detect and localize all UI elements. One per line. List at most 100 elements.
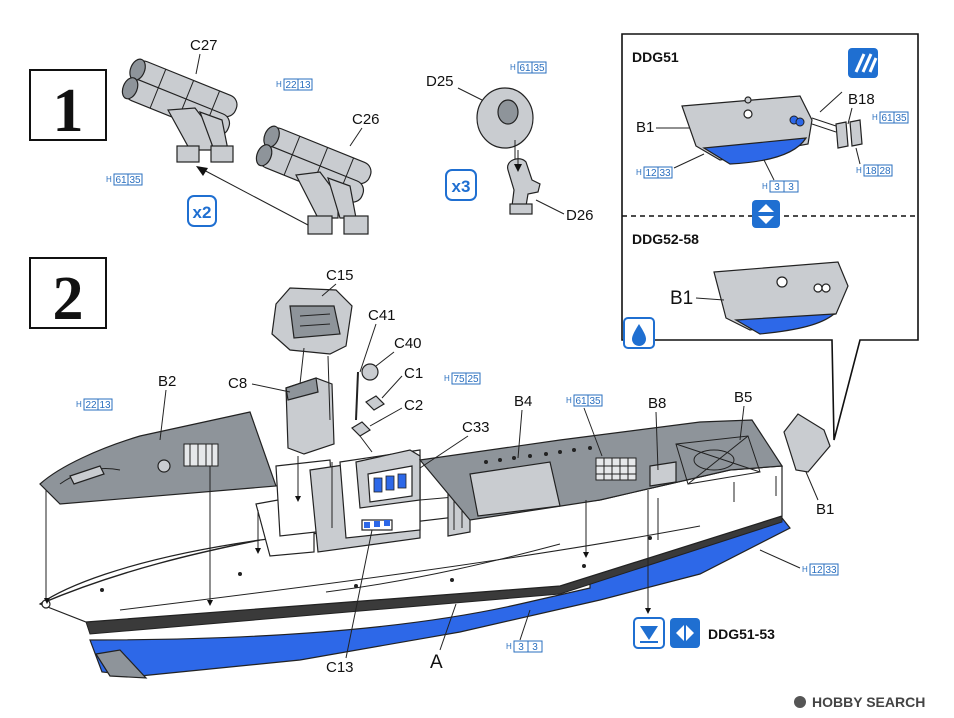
svg-text:28: 28 xyxy=(879,166,891,177)
label-b1: B1 xyxy=(816,501,834,518)
part-c40 xyxy=(361,363,379,381)
label-a: A xyxy=(430,652,443,673)
label-d25: D25 xyxy=(426,73,454,90)
svg-text:H: H xyxy=(636,168,642,177)
step-1-number: 1 xyxy=(53,77,84,145)
svg-text:3: 3 xyxy=(518,642,524,653)
multiplier-x2-text: x2 xyxy=(193,203,212,222)
color-code-d25: H 61 35 xyxy=(510,61,547,74)
launcher-c27 xyxy=(121,58,238,163)
multiplier-x3-badge: x3 xyxy=(445,169,477,201)
inset-b1-ddg51 xyxy=(681,95,813,165)
color-code-inset-bottom: H 3 3 xyxy=(762,180,799,193)
svg-text:13: 13 xyxy=(99,400,111,411)
svg-text:H: H xyxy=(444,374,450,383)
color-code-c26: H 22 13 xyxy=(276,78,313,91)
svg-text:75: 75 xyxy=(453,374,465,385)
color-code-inset-b1: H 12 33 xyxy=(636,166,673,179)
color-code-inset-b18b: H 18 28 xyxy=(856,164,893,177)
color-code-b2: H 22 13 xyxy=(76,398,113,411)
assembly-guide-lines xyxy=(44,347,777,614)
paint-scheme-icon xyxy=(848,48,878,78)
svg-text:3: 3 xyxy=(774,182,780,193)
svg-text:H: H xyxy=(566,396,572,405)
color-code-hull: H 12 33 xyxy=(802,563,839,576)
label-c2: C2 xyxy=(404,397,423,414)
svg-text:35: 35 xyxy=(895,113,907,124)
color-code-c33: H 75 25 xyxy=(444,372,481,385)
part-c1 xyxy=(365,395,385,411)
svg-text:35: 35 xyxy=(533,63,545,74)
svg-text:H: H xyxy=(762,182,768,191)
label-c15: C15 xyxy=(326,267,354,284)
paint-drop-icon xyxy=(623,317,655,349)
part-c41 xyxy=(355,371,359,421)
svg-text:H: H xyxy=(276,80,282,89)
label-c26: C26 xyxy=(352,111,380,128)
svg-text:12: 12 xyxy=(811,565,823,576)
color-code-c27: H 61 35 xyxy=(106,173,143,186)
svg-text:13: 13 xyxy=(299,80,311,91)
label-c33: C33 xyxy=(462,419,490,436)
svg-text:18: 18 xyxy=(865,166,877,177)
variant-label: DDG51-53 xyxy=(708,626,775,642)
watermark-text: HOBBY SEARCH xyxy=(812,694,925,710)
svg-text:33: 33 xyxy=(825,565,837,576)
label-b8: B8 xyxy=(648,395,666,412)
label-c41: C41 xyxy=(368,307,396,324)
watermark: HOBBY SEARCH xyxy=(794,694,925,710)
svg-text:35: 35 xyxy=(589,396,601,407)
ship-hull xyxy=(38,465,791,679)
label-b4: B4 xyxy=(514,393,532,410)
label-c8: C8 xyxy=(228,375,247,392)
inset-callout: DDG51 DDG52-58 B1 B18 xyxy=(621,33,919,441)
inset-label-b1-bottom: B1 xyxy=(670,288,693,309)
svg-text:3: 3 xyxy=(788,182,794,193)
svg-text:35: 35 xyxy=(129,175,141,186)
multiplier-x3-text: x3 xyxy=(452,177,471,196)
color-code-bottom: H 3 3 xyxy=(506,640,543,653)
svg-text:22: 22 xyxy=(285,80,297,91)
label-b2: B2 xyxy=(158,373,176,390)
inset-title-ddg52-58: DDG52-58 xyxy=(632,231,699,247)
inset-b1-ddg52-58 xyxy=(713,261,849,335)
inset-label-b1-top: B1 xyxy=(636,119,654,136)
deck-b4 xyxy=(418,419,784,521)
svg-text:33: 33 xyxy=(659,168,671,179)
part-d26 xyxy=(507,158,541,215)
part-d25 xyxy=(476,87,534,160)
svg-text:61: 61 xyxy=(115,175,127,186)
step-2-number: 2 xyxy=(53,265,84,333)
step-1-box: 1 xyxy=(29,69,107,145)
svg-text:61: 61 xyxy=(881,113,893,124)
deck-b2 xyxy=(39,411,277,505)
svg-text:H: H xyxy=(856,166,862,175)
inset-title-ddg51: DDG51 xyxy=(632,49,679,65)
svg-text:H: H xyxy=(106,175,112,184)
svg-text:12: 12 xyxy=(645,168,657,179)
part-c2 xyxy=(351,421,373,453)
inset-part-b18 xyxy=(811,117,863,149)
multiplier-x2-badge: x2 xyxy=(187,195,217,227)
label-c27: C27 xyxy=(190,37,218,54)
part-c15 xyxy=(271,287,353,355)
svg-text:61: 61 xyxy=(519,63,531,74)
color-code-b4: H 61 35 xyxy=(566,394,603,407)
svg-text:22: 22 xyxy=(85,400,97,411)
svg-text:25: 25 xyxy=(467,374,479,385)
swap-arrows-icon xyxy=(752,200,780,228)
step-2-box: 2 xyxy=(29,257,107,333)
svg-text:H: H xyxy=(506,642,512,651)
variant-marker: DDG51-53 xyxy=(633,617,775,649)
part-b1 xyxy=(783,413,831,473)
svg-text:H: H xyxy=(76,400,82,409)
launcher-c26 xyxy=(255,125,372,235)
svg-text:H: H xyxy=(802,565,808,574)
label-c13: C13 xyxy=(326,659,354,676)
label-c1: C1 xyxy=(404,365,423,382)
svg-text:61: 61 xyxy=(575,396,587,407)
label-d26: D26 xyxy=(566,207,594,224)
label-c40: C40 xyxy=(394,335,422,352)
part-c8 xyxy=(285,377,335,455)
